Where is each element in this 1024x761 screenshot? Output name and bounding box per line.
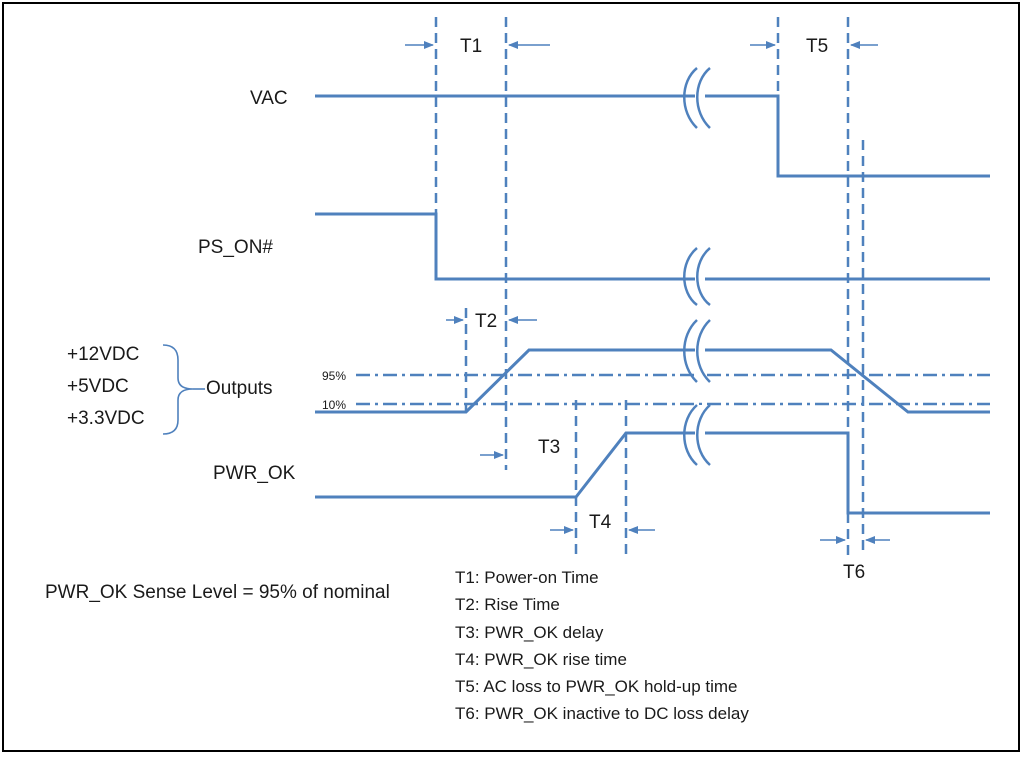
legend-item-t3: T3: PWR_OK delay: [455, 623, 604, 642]
time-break-marks: [683, 67, 711, 466]
rail-3v3-label: +3.3VDC: [67, 408, 145, 429]
ps-on-waveform: [315, 212, 990, 281]
vac-waveform: [315, 94, 990, 178]
legend-item-t6: T6: PWR_OK inactive to DC loss delay: [455, 704, 749, 723]
outputs-waveform: [315, 348, 990, 414]
legend-item-t4: T4: PWR_OK rise time: [455, 650, 627, 669]
t2-label: T2: [475, 311, 497, 332]
ps-on-label: PS_ON#: [198, 237, 273, 258]
legend-item-t5: T5: AC loss to PWR_OK hold-up time: [455, 677, 738, 696]
outputs-label: Outputs: [206, 378, 273, 399]
rail-12v-label: +12VDC: [67, 344, 139, 365]
t1-label: T1: [460, 36, 482, 57]
pwr-ok-waveform: [315, 431, 990, 515]
legend-item-t1: T1: Power-on Time: [455, 568, 599, 587]
interval-legend: T1: Power-on Time T2: Rise Time T3: PWR_…: [455, 568, 749, 723]
threshold-95-label: 95%: [322, 369, 346, 383]
t3-label: T3: [538, 437, 560, 458]
legend-item-t2: T2: Rise Time: [455, 595, 560, 614]
interval-arrows: [405, 41, 890, 544]
sense-level-note: PWR_OK Sense Level = 95% of nominal: [45, 582, 390, 603]
timing-markers: [434, 17, 865, 555]
t6-label: T6: [843, 562, 865, 583]
t5-label: T5: [806, 36, 828, 57]
vac-label: VAC: [250, 88, 288, 109]
t4-label: T4: [589, 512, 612, 533]
rail-5v-label: +5VDC: [67, 376, 129, 397]
pwr-ok-label: PWR_OK: [213, 463, 296, 484]
threshold-10-label: 10%: [322, 398, 346, 412]
diagram-border: [2, 2, 1020, 752]
